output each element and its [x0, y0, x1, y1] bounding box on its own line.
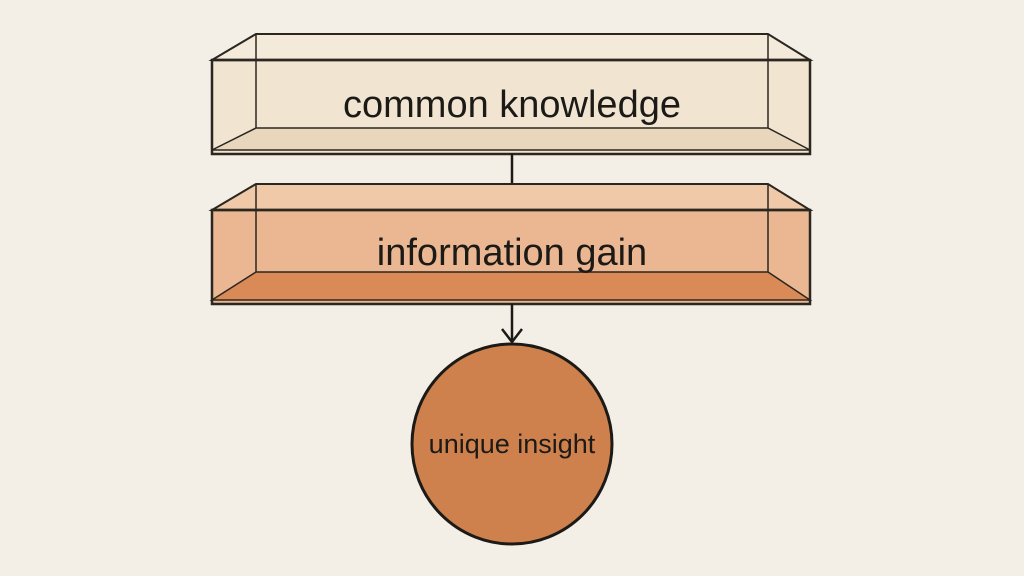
tier-common-knowledge-label: common knowledge: [343, 84, 681, 126]
unique-insight-circle: [410, 342, 614, 546]
arrow-info-to-insight: [501, 304, 523, 344]
tier1-floor: [211, 127, 811, 151]
tier-common-knowledge: [208, 33, 814, 156]
tier-information-gain: [208, 183, 814, 306]
tier-information-gain-label: information gain: [376, 232, 648, 274]
tier2-floor: [209, 271, 813, 301]
tier1-back-face: [208, 33, 814, 61]
unique-insight-label: unique insight: [428, 429, 596, 459]
tier2-back-face: [208, 183, 814, 211]
